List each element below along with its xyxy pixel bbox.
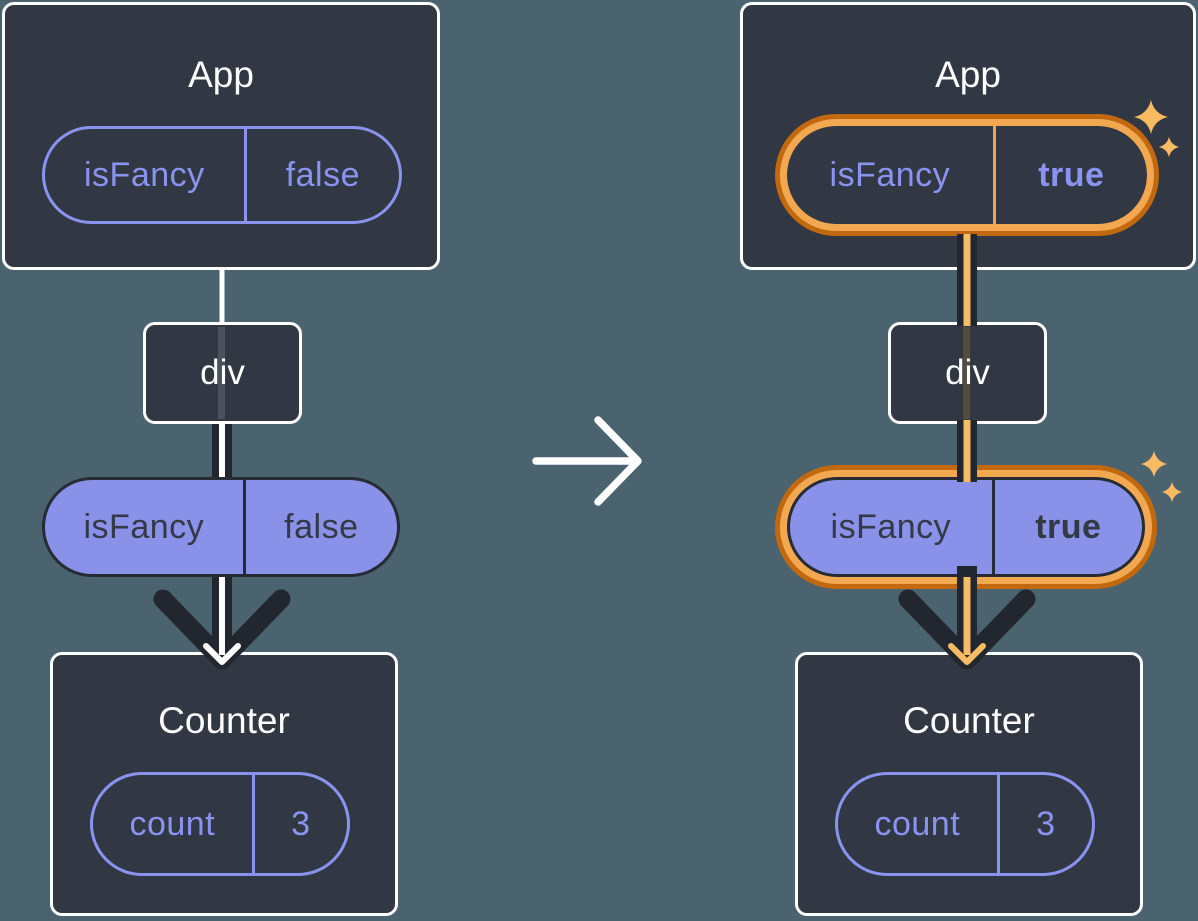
app-state-pill: isFancy false [42,126,402,224]
app-component-title: App [188,54,254,95]
counter-state-pill: count 3 [90,772,350,876]
state-pill-value: true [992,126,1147,224]
counter-component-title: Counter [903,700,1035,741]
counter-component-box: Counter count 3 [50,652,398,916]
pass-through-line-stripe [218,327,225,419]
state-pill-value: 3 [996,775,1092,873]
pass-through-line-stripe [963,327,970,419]
state-pill-label: isFancy [84,155,205,194]
state-pill-label: isFancy [829,155,951,194]
app-state-pill-highlighted: isFancy true [787,126,1147,224]
prop-pill-label: isFancy [83,507,205,546]
counter-state-pill: count 3 [835,772,1095,876]
prop-pill-highlighted: isFancy true [787,477,1145,577]
div-node-title: div [945,353,990,392]
div-node-title: div [200,353,245,392]
counter-component-box: Counter count 3 [795,652,1143,916]
prop-pill: isFancy false [42,477,400,577]
div-node-box: div [888,322,1047,424]
counter-component-title: Counter [158,700,290,741]
state-pill-value: false [243,129,399,221]
prop-pill-label: isFancy [830,507,952,546]
app-component-title: App [935,54,1001,95]
state-pill-value: 3 [251,775,347,873]
state-pill-label: count [129,804,216,843]
prop-pill-value: false [242,480,397,574]
div-node-box: div [143,322,302,424]
app-component-box: App isFancy false [2,2,440,270]
state-pill-label: count [874,804,961,843]
app-component-box: App isFancy true [740,2,1196,270]
prop-pill-value: true [991,480,1142,574]
